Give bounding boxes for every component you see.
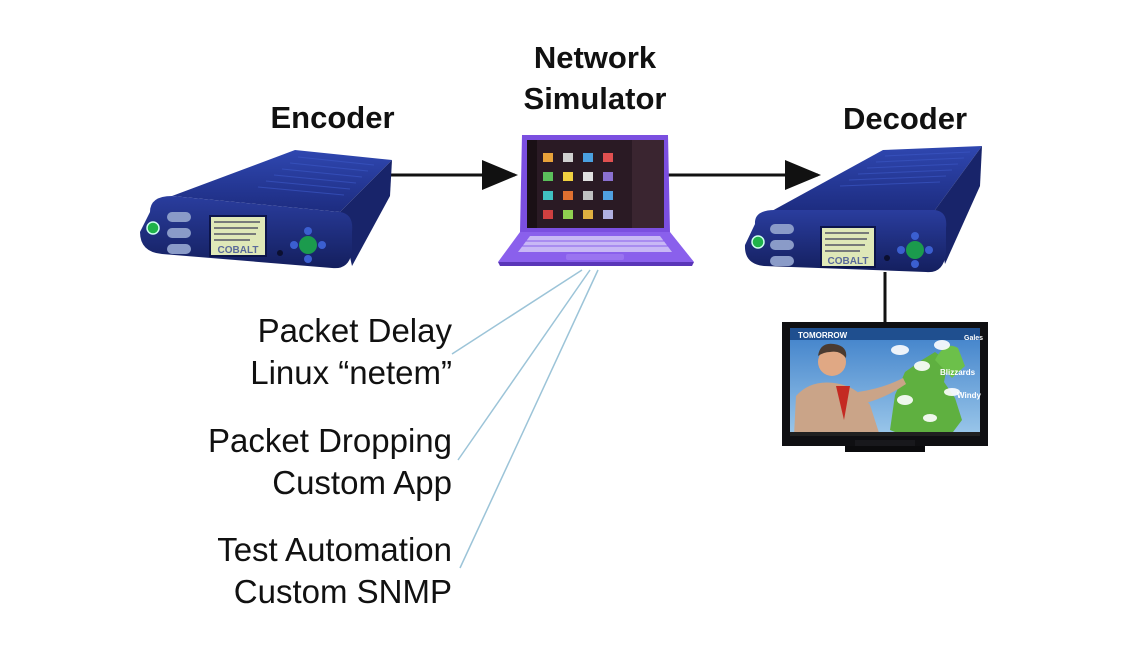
note-packet-delay: Packet Delay Linux “netem”	[110, 310, 452, 394]
note-test-automation-line2: Custom SNMP	[233, 573, 452, 610]
tv-label-gales: Gales	[964, 335, 983, 342]
tv-label-blizzards: Blizzards	[940, 368, 976, 377]
note-test-automation-line1: Test Automation	[217, 531, 452, 568]
decoder-brand: COBALT	[828, 256, 869, 267]
tv-header: TOMORROW	[798, 331, 848, 340]
app-grid	[543, 153, 613, 219]
callout-lines	[451, 269, 599, 569]
encoder-title: Encoder	[270, 100, 395, 135]
note-packet-delay-line2: Linux “netem”	[250, 354, 452, 391]
decoder-device: COBALT	[744, 146, 982, 273]
encoder-brand: COBALT	[218, 245, 259, 256]
tv: TOMORROW Blizzards Windy Gales	[782, 322, 988, 452]
encoder-device: COBALT	[140, 150, 392, 269]
laptop	[498, 135, 694, 266]
note-packet-dropping: Packet Dropping Custom App	[110, 420, 452, 504]
simulator-title-line1: Network	[533, 40, 657, 75]
note-packet-delay-line1: Packet Delay	[257, 312, 452, 349]
note-packet-dropping-line2: Custom App	[272, 464, 452, 501]
simulator-title-line2: Simulator	[523, 81, 667, 116]
note-test-automation: Test Automation Custom SNMP	[110, 529, 452, 613]
tv-label-windy: Windy	[957, 391, 981, 400]
note-packet-dropping-line1: Packet Dropping	[208, 422, 452, 459]
decoder-title: Decoder	[842, 101, 968, 136]
